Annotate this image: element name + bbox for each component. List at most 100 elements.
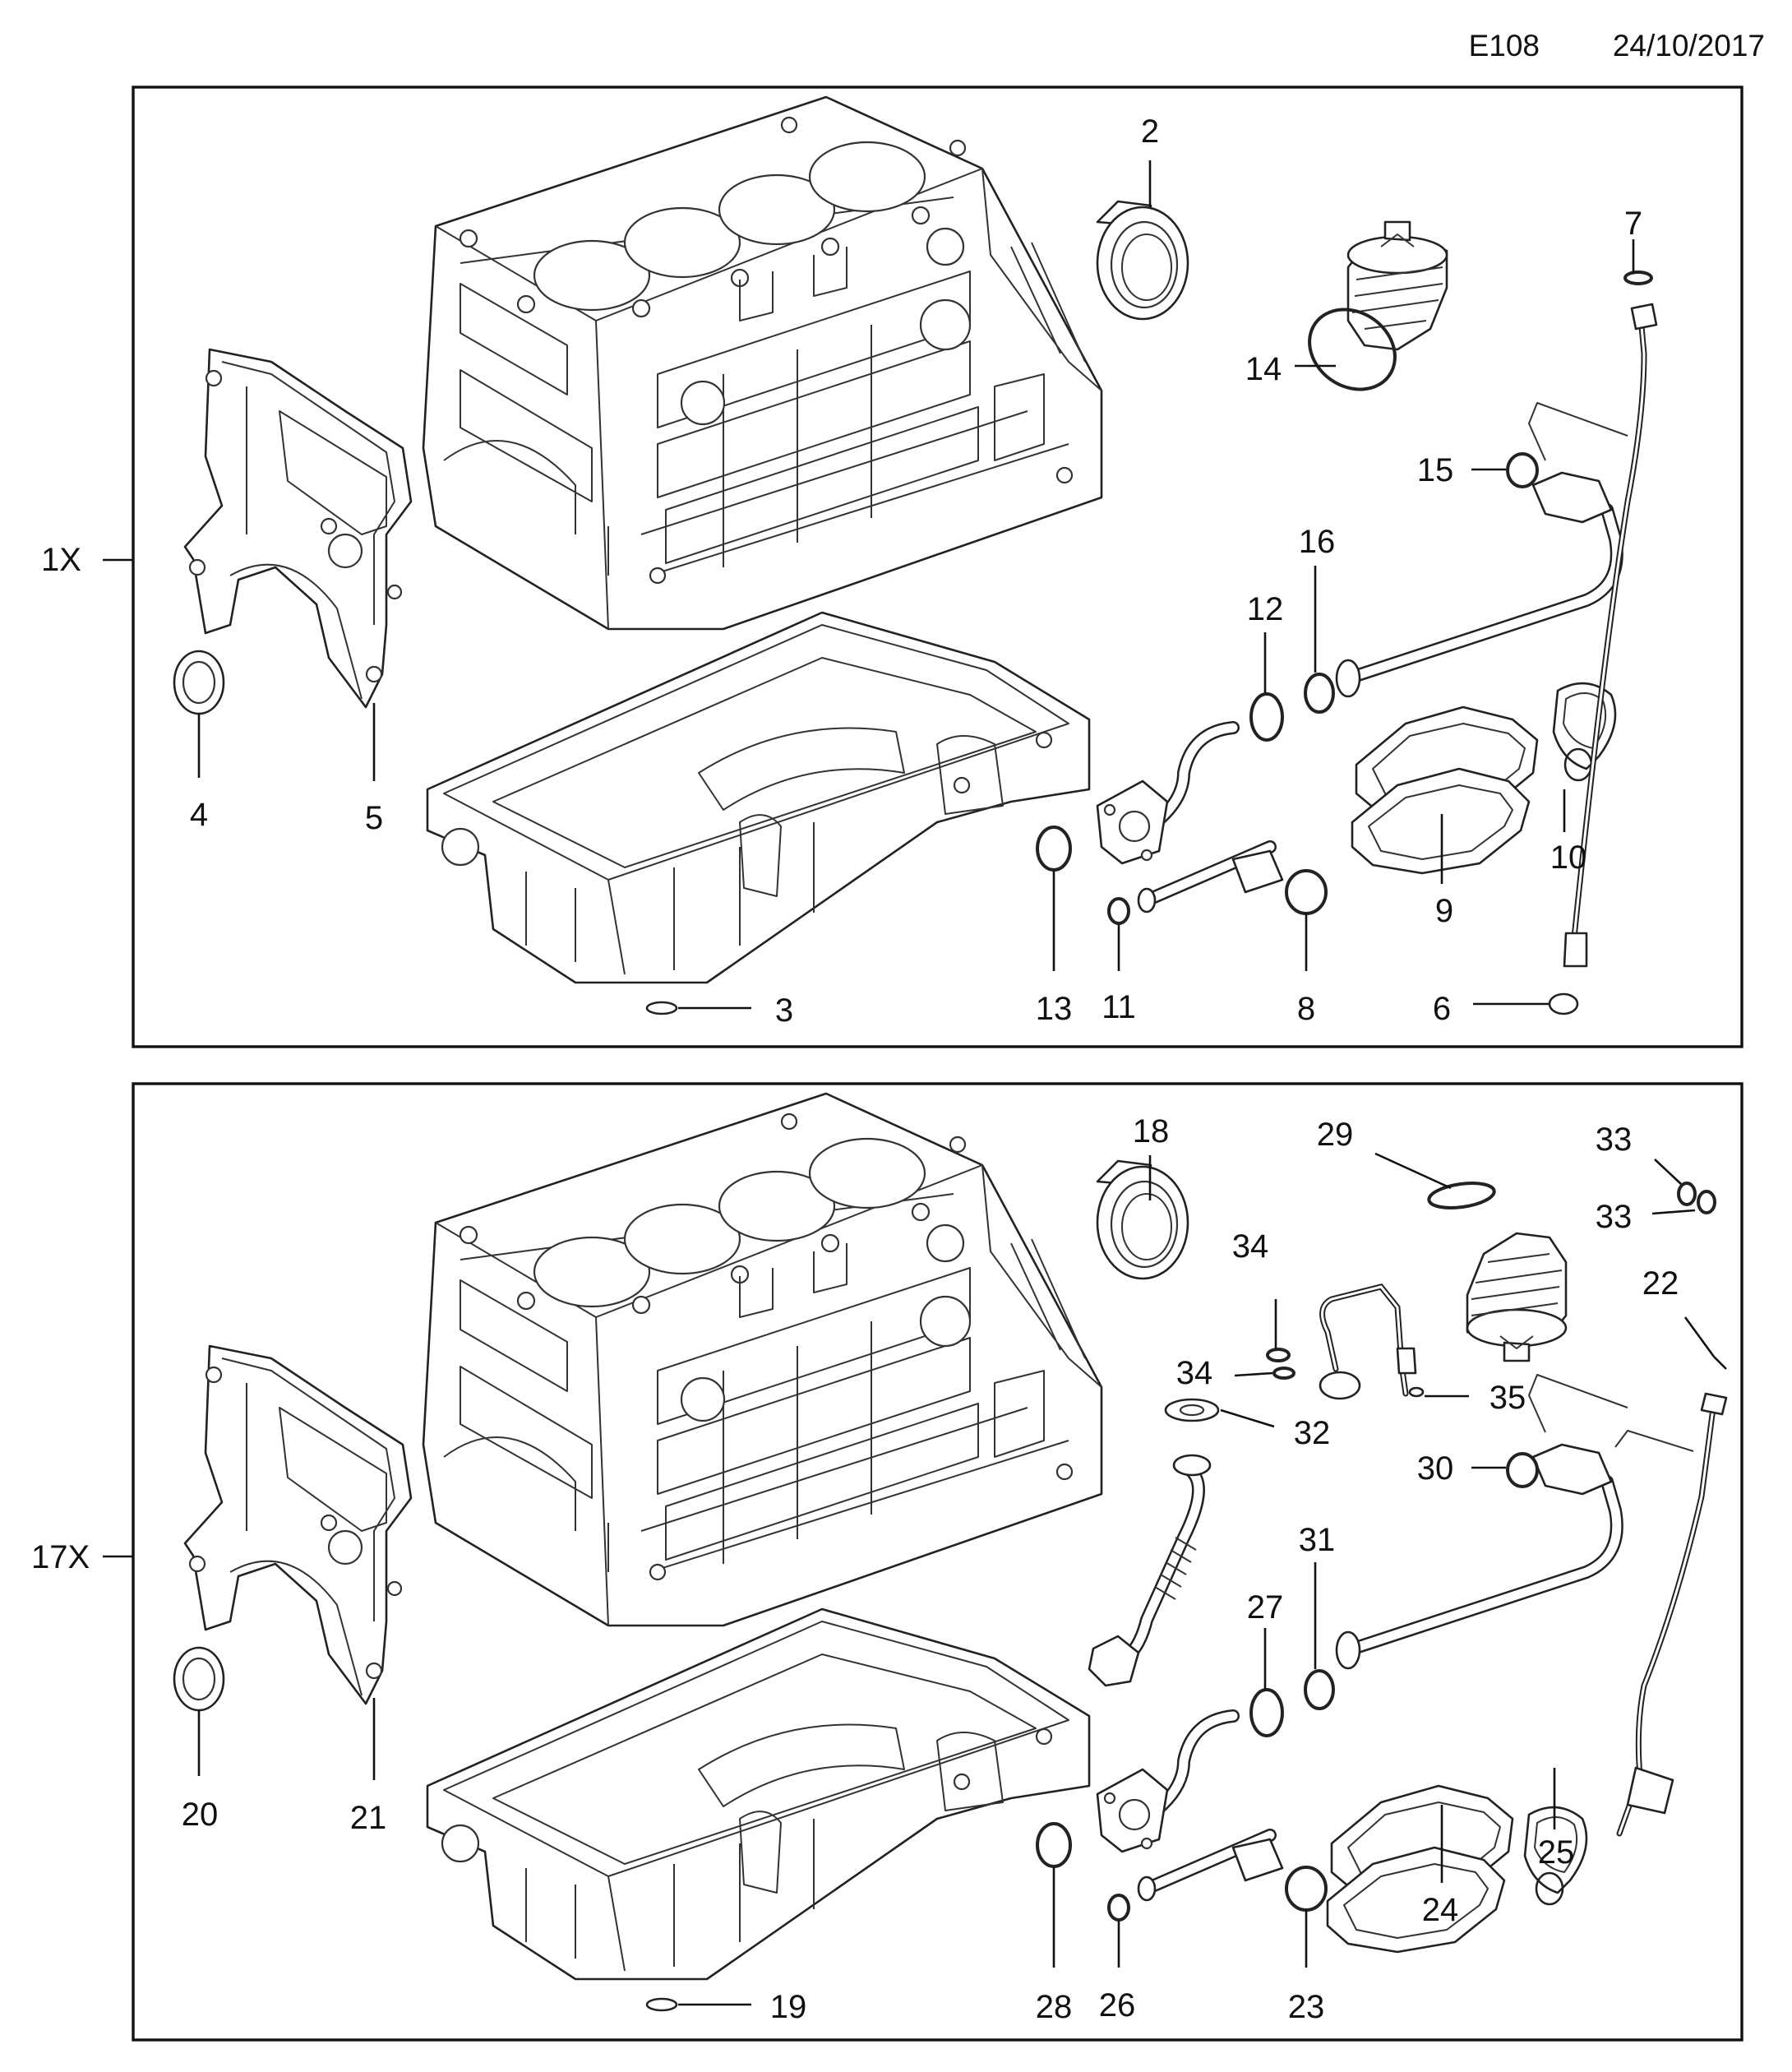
oil-pan-1 <box>426 611 1091 984</box>
panel-17-parts <box>173 1092 1628 1981</box>
washer-34b <box>1272 1367 1296 1380</box>
callout-2: 2 <box>1141 113 1159 150</box>
pickup-tube-1 <box>1097 728 1233 863</box>
o-ring-16 <box>1304 673 1335 714</box>
cooler-gasket-1 <box>1351 705 1539 875</box>
engine-block-17 <box>422 1092 1103 1627</box>
callout-15: 15 <box>1417 452 1454 488</box>
o-ring-29 <box>1427 1182 1496 1209</box>
callout-23: 23 <box>1288 1989 1325 2025</box>
callout-14: 14 <box>1245 351 1282 387</box>
coolant-pipe-short-17 <box>1138 1835 1282 1900</box>
panel-kit-17: 17X <box>31 1082 1744 2042</box>
leader-33a <box>1654 1159 1682 1185</box>
callout-20: 20 <box>182 1797 219 1833</box>
dipstick-tube-17 <box>1614 1392 1728 1837</box>
o-ring-11 <box>1107 897 1130 925</box>
oil-filter-cap-17 <box>1466 1232 1568 1362</box>
oil-pan-17 <box>426 1607 1091 1981</box>
callout-7: 7 <box>1624 206 1642 242</box>
timing-cover-gasket-17 <box>183 1344 413 1705</box>
callout-33a: 33 <box>1596 1122 1633 1158</box>
callout-31: 31 <box>1299 1522 1336 1558</box>
o-ring-31 <box>1304 1669 1335 1710</box>
o-ring-26 <box>1107 1894 1130 1922</box>
o-ring-28 <box>1036 1822 1072 1868</box>
engine-block-1 <box>422 95 1103 631</box>
callout-8: 8 <box>1297 991 1315 1027</box>
callout-25: 25 <box>1538 1834 1575 1871</box>
leader-34b <box>1234 1371 1273 1377</box>
callout-35: 35 <box>1489 1380 1526 1416</box>
kit-label-17: 17X <box>31 1539 90 1575</box>
callout-21: 21 <box>350 1800 387 1836</box>
kit-label-1: 1X <box>41 542 81 578</box>
small-gasket-1 <box>1552 682 1617 782</box>
callout-18: 18 <box>1133 1113 1170 1149</box>
diagram-code: E108 <box>1469 29 1540 62</box>
callout-3: 3 <box>775 992 793 1029</box>
callout-34b: 34 <box>1176 1355 1213 1391</box>
callout-5: 5 <box>365 800 383 836</box>
callout-33b: 33 <box>1596 1199 1633 1235</box>
callout-34a: 34 <box>1232 1228 1269 1265</box>
timing-cover-gasket-1 <box>183 348 413 709</box>
o-ring-6 <box>1548 992 1579 1015</box>
o-ring-30 <box>1506 1452 1539 1488</box>
coolant-pipe-long-17 <box>1337 1375 1628 1668</box>
flange-gasket-32 <box>1164 1398 1220 1422</box>
washer-34a <box>1266 1348 1291 1362</box>
callout-30: 30 <box>1417 1450 1454 1487</box>
rear-seal-1 <box>1096 200 1189 321</box>
o-ring-15 <box>1506 452 1539 488</box>
leader-32 <box>1220 1408 1275 1428</box>
callout-13: 13 <box>1036 991 1073 1027</box>
diagram-date: 24/10/2017 <box>1613 29 1765 62</box>
o-ring-19 <box>645 1997 678 2012</box>
turbo-oil-line <box>1319 1283 1417 1400</box>
leader-22 <box>1683 1316 1716 1357</box>
callout-32: 32 <box>1294 1415 1331 1451</box>
o-ring-23 <box>1285 1866 1328 1912</box>
o-ring-3 <box>645 1001 678 1015</box>
callout-24: 24 <box>1422 1892 1459 1928</box>
clip-22 <box>1713 1356 1727 1370</box>
o-ring-12 <box>1249 692 1284 742</box>
callout-16: 16 <box>1299 524 1336 560</box>
panel-frame-1 <box>132 86 1744 1048</box>
o-ring-27 <box>1249 1688 1284 1737</box>
leader-33b <box>1651 1209 1696 1215</box>
callout-4: 4 <box>190 797 208 833</box>
callout-9: 9 <box>1435 893 1453 929</box>
filter-cap-ring-1 <box>1308 308 1397 391</box>
callout-6: 6 <box>1433 991 1451 1027</box>
panel-frame-17 <box>132 1082 1744 2042</box>
callout-10: 10 <box>1550 839 1587 876</box>
callout-26: 26 <box>1099 1987 1136 2023</box>
o-ring-8 <box>1285 869 1328 915</box>
leader-29 <box>1374 1152 1452 1190</box>
panel-kit-1: 1X <box>41 86 1744 1048</box>
oil-return-hose <box>1088 1454 1212 1687</box>
o-ring-7 <box>1623 271 1653 285</box>
front-seal-17 <box>173 1646 225 1712</box>
callout-28: 28 <box>1036 1989 1073 2025</box>
rear-seal-17 <box>1096 1159 1189 1280</box>
front-seal-1 <box>173 650 225 715</box>
callout-22: 22 <box>1642 1265 1679 1302</box>
callout-29: 29 <box>1317 1117 1354 1153</box>
pickup-tube-17 <box>1097 1716 1233 1852</box>
coolant-pipe-short-1 <box>1138 847 1282 912</box>
callout-12: 12 <box>1247 591 1284 627</box>
callout-11: 11 <box>1102 989 1136 1025</box>
coolant-pipe-long-1 <box>1337 403 1628 696</box>
o-ring-33b <box>1697 1190 1716 1214</box>
cooler-gasket-17 <box>1326 1784 1514 1954</box>
o-ring-33a <box>1677 1182 1697 1206</box>
callout-19: 19 <box>770 1989 807 2025</box>
oil-filter-cap-1 <box>1346 220 1448 351</box>
o-ring-13 <box>1036 826 1072 872</box>
o-ring-35 <box>1408 1386 1425 1398</box>
callout-27: 27 <box>1247 1589 1284 1626</box>
